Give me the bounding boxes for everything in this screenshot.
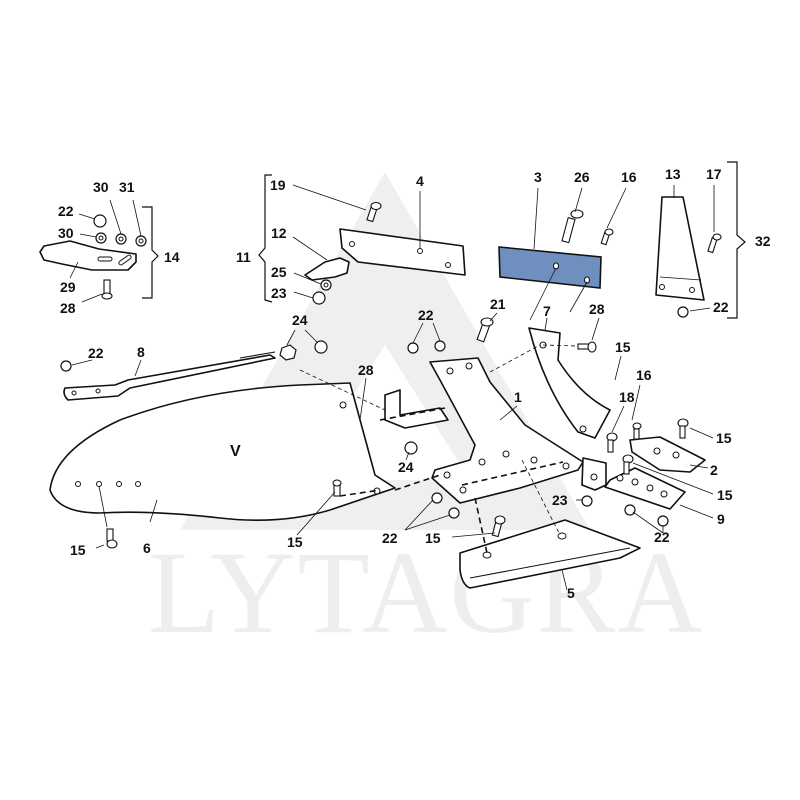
callout-16[interactable]: 16 — [636, 367, 652, 383]
part-29-plate[interactable] — [39, 240, 137, 271]
part-3-highlighted-plate[interactable] — [498, 246, 602, 289]
callout-13[interactable]: 13 — [665, 166, 681, 182]
callout-22[interactable]: 22 — [88, 345, 104, 361]
callout-15[interactable]: 15 — [716, 430, 732, 446]
callout-12[interactable]: 12 — [271, 225, 287, 241]
callout-15[interactable]: 15 — [70, 542, 86, 558]
part-13-bracket[interactable] — [655, 196, 705, 301]
callout-3[interactable]: 3 — [534, 169, 542, 185]
callout-1[interactable]: 1 — [514, 389, 522, 405]
callout-15[interactable]: 15 — [615, 339, 631, 355]
callout-14[interactable]: 14 — [164, 249, 180, 265]
callout-8[interactable]: 8 — [137, 344, 145, 360]
assembly-group-32 — [655, 161, 746, 319]
callout-32[interactable]: 32 — [755, 233, 771, 249]
view-marker-label: V — [230, 443, 241, 460]
callout-25[interactable]: 25 — [271, 264, 287, 280]
callout-31[interactable]: 31 — [119, 179, 135, 195]
callout-23[interactable]: 23 — [552, 492, 568, 508]
callout-15[interactable]: 15 — [717, 487, 733, 503]
callout-7[interactable]: 7 — [543, 303, 551, 319]
assembly-group-11 — [258, 174, 466, 305]
callout-22[interactable]: 22 — [382, 530, 398, 546]
callout-28[interactable]: 28 — [358, 362, 374, 378]
leader-lines — [71, 312, 714, 591]
part-8-brace[interactable] — [60, 340, 328, 401]
callout-9[interactable]: 9 — [717, 511, 725, 527]
callout-29[interactable]: 29 — [60, 279, 76, 295]
callout-22[interactable]: 22 — [58, 203, 74, 219]
callout-24[interactable]: 24 — [398, 459, 414, 475]
callout-24[interactable]: 24 — [292, 312, 308, 328]
part-7-curved-plate[interactable] — [489, 327, 611, 439]
callout-11[interactable]: 11 — [236, 249, 251, 265]
callout-15[interactable]: 15 — [425, 530, 441, 546]
callout-22[interactable]: 22 — [654, 529, 670, 545]
callout-22[interactable]: 22 — [418, 307, 434, 323]
callout-28[interactable]: 28 — [60, 300, 76, 316]
callout-18[interactable]: 18 — [619, 389, 635, 405]
callout-22[interactable]: 22 — [713, 299, 729, 315]
callout-28[interactable]: 28 — [589, 301, 605, 317]
callout-6[interactable]: 6 — [143, 540, 151, 556]
callout-4[interactable]: 4 — [416, 173, 424, 189]
callout-labels: 30 31 22 30 14 29 28 19 4 12 11 25 23 3 … — [58, 166, 771, 601]
callout-2[interactable]: 2 — [710, 462, 718, 478]
part-12-clamp[interactable] — [304, 257, 350, 281]
callout-19[interactable]: 19 — [270, 177, 286, 193]
callout-26[interactable]: 26 — [574, 169, 590, 185]
part-22-nut[interactable] — [93, 214, 107, 228]
part-5-share[interactable] — [459, 459, 641, 589]
part-4-plate[interactable] — [339, 228, 466, 276]
callout-15[interactable]: 15 — [287, 534, 303, 550]
part-1-frog-frame[interactable] — [299, 317, 584, 504]
assembly-group-14 — [39, 199, 159, 303]
callout-5[interactable]: 5 — [567, 585, 575, 601]
callout-21[interactable]: 21 — [490, 296, 506, 312]
callout-30[interactable]: 30 — [58, 225, 74, 241]
callout-23[interactable]: 23 — [271, 285, 287, 301]
part-24-nut[interactable] — [279, 344, 297, 361]
callout-30[interactable]: 30 — [93, 179, 109, 195]
part-6-moldboard[interactable]: V — [49, 382, 396, 549]
part-2-9-plates[interactable] — [404, 340, 706, 527]
part-3-group — [498, 187, 627, 321]
callout-16[interactable]: 16 — [621, 169, 637, 185]
callout-17[interactable]: 17 — [706, 166, 722, 182]
